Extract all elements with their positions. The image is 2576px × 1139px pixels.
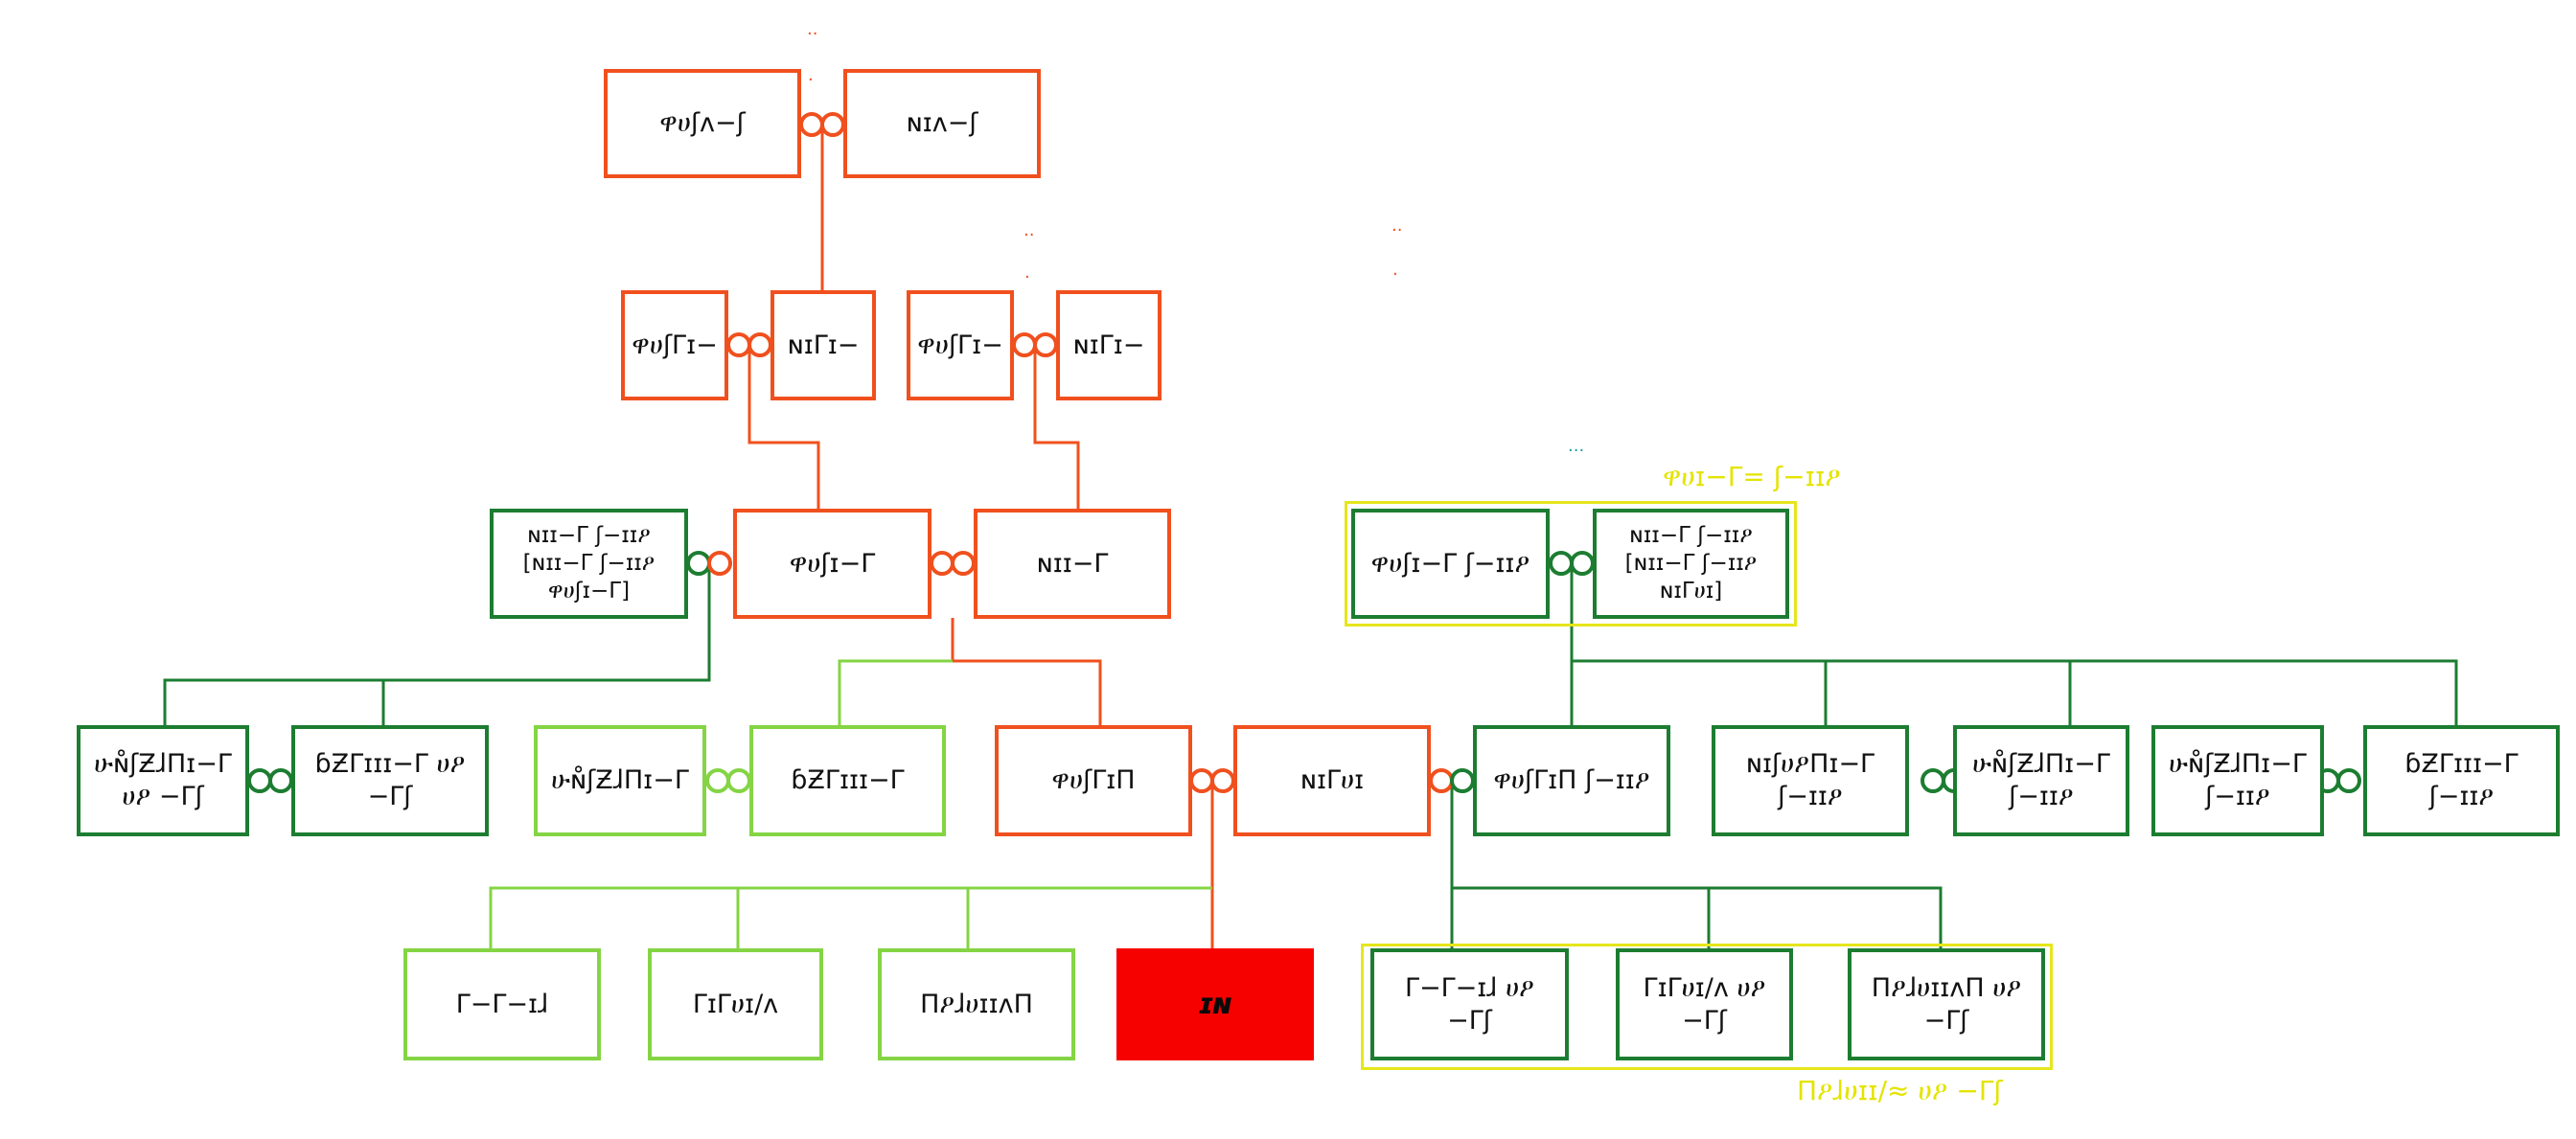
person-name: ሁɴ̊ʃƵɺΠɪ−Γ [94,749,232,780]
person-node[interactable]: ɓƵΓɪɪɪ−Γ [749,725,946,836]
person-node[interactable]: ɴɪɪ−Γ ʃ−ɪɪዖ [ɴɪɪ−Γ ʃ−ɪɪዖ ዋሀʃɪ−Γ] [490,509,688,619]
person-name: ΠዖɺሀɪɪʌΠ ሀዖ [1871,972,2022,1003]
person-node[interactable]: ሁɴ̊ʃƵɺΠɪ−Γ ሀዖ −Γʃ [77,725,249,836]
person-name-line2: −Γʃ [1923,1005,1969,1036]
person-name: ɴɪΓሀɪ [1300,765,1365,796]
person-node[interactable]: ɴɪΓɪ− [1056,290,1162,400]
person-name: ዋሀʃɪ−Γ ʃ−ɪɪዖ [1370,548,1530,579]
annotation-mark: .. [1024,220,1035,240]
person-name-note: [ɴɪɪ−Γ ʃ−ɪɪዖ ɴɪΓሀɪ] [1624,551,1758,604]
person-node[interactable]: ዋሀʃΓɪΠ [995,725,1192,836]
person-name: ɴɪʌ−ʃ [906,108,978,139]
person-name: ሁɴ̊ʃƵɺΠɪ−Γ [551,765,689,796]
person-name: Γ−Γ−ɪɺ ሀዖ −Γʃ [1404,972,1535,1036]
person-name-line2: ʃ−ɪɪዖ [2009,782,2074,811]
person-name: ɴɪΓɪ− [1072,330,1145,360]
person-name: ሁɴ̊ʃƵɺΠɪ−Γ [1972,749,2110,780]
person-name: ɴɪʃሀዖΠɪ−Γ ʃ−ɪɪዖ [1745,749,1875,811]
person-node[interactable]: ɴɪɪ−Γ ʃ−ɪɪዖ [ɴɪɪ−Γ ʃ−ɪɪዖ ɴɪΓሀɪ] [1593,509,1789,619]
annotation-mark: . [1392,260,1398,280]
person-node[interactable]: ዋሀʃΓɪ− [621,290,728,400]
person-name-line2: ʃ−ɪɪዖ [2205,782,2270,811]
half-siblings-group [1361,944,2053,1070]
person-node[interactable]: ɴɪΓɪ− [770,290,876,400]
person-node[interactable]: ዋሀʃΓɪΠ ʃ−ɪɪዖ [1473,725,1670,836]
person-node[interactable]: ዋሀʃɪ−Γ [733,509,932,619]
person-node[interactable]: ሁɴ̊ʃƵɺΠɪ−Γ ʃ−ɪɪዖ [1953,725,2129,836]
person-name-line2: ሀዖ −Γʃ [122,782,204,811]
person-name: ዋሀʃΓɪ− [917,330,1003,360]
person-name: ዋሀʃΓɪΠ [1051,765,1136,796]
orange-lineage-lines [748,125,1214,948]
light-green-lines [489,659,1212,948]
step-family-group [1345,501,1797,626]
person-node[interactable]: ɓƵΓɪɪɪ−Γ ʃ−ɪɪዖ [2363,725,2560,836]
half-siblings-label: Πዖɺሀɪɪ/≈ ሀዖ −Γʃ [1797,1075,2003,1106]
person-name: ɓƵΓɪɪɪ−Γ ʃ−ɪɪዖ [2404,749,2518,811]
person-node[interactable]: ΠዖɺሀɪɪʌΠ [878,948,1075,1060]
person-name: ΓɪΓሀɪ/ʌ [692,989,779,1019]
person-name: ɴɪɪ−Γ ʃ−ɪɪዖ [527,523,651,549]
person-name: ዋሀʃɪ−Γ [789,548,876,579]
person-name: ɴɪɪ−Γ [1036,548,1109,579]
person-node[interactable]: ሁɴ̊ʃƵɺΠɪ−Γ [534,725,706,836]
ego-label: ɪɴ [1198,987,1232,1021]
step-family-label: ዋሀɪ−Γ= ʃ−ɪɪዖ [1663,461,1841,492]
person-node[interactable]: Γ−Γ−ɪɺ ሀዖ −Γʃ [1370,948,1569,1060]
person-node[interactable]: ሁɴ̊ʃƵɺΠɪ−Γ ʃ−ɪɪዖ [2151,725,2324,836]
person-name: Γ−Γ−ɪɺ [455,989,549,1019]
marriage-rings-mixed [686,551,1475,793]
person-name-line2: −Γʃ [1682,1005,1727,1036]
person-name: ɓƵΓɪɪɪ−Γ [791,765,905,796]
annotation-mark: . [808,65,814,85]
person-name: ɓƵΓɪɪɪ−Γ ሀዖ −Γʃ [314,749,466,811]
person-name: ɴɪΓɪ− [787,330,860,360]
person-name: ዋሀʃΓɪΠ ʃ−ɪɪዖ [1493,765,1650,796]
person-name: ዋሀʃΓɪ− [632,330,718,360]
person-name-note: [ɴɪɪ−Γ ʃ−ɪɪዖ ዋሀʃɪ−Γ] [522,551,656,604]
marriage-rings-orange [726,112,1235,793]
person-node[interactable]: ɴɪΓሀɪ [1233,725,1431,836]
person-node[interactable]: ዋሀʃʌ−ʃ [604,69,801,178]
marriage-rings-light-green [705,768,751,793]
person-name: ሁɴ̊ʃƵɺΠɪ−Γ [2169,749,2307,780]
annotation-mark: . [1024,262,1030,283]
person-node[interactable]: ɴɪʃሀዖΠɪ−Γ ʃ−ɪɪዖ [1712,725,1909,836]
person-node[interactable]: ɴɪɪ−Γ [974,509,1171,619]
person-name: ዋሀʃʌ−ʃ [659,108,746,139]
person-name: ΠዖɺሀɪɪʌΠ [920,989,1033,1019]
person-node[interactable]: ዋሀʃΓɪ− [907,290,1014,400]
annotation-mark: ... [1568,436,1585,456]
person-node[interactable]: ɓƵΓɪɪɪ−Γ ሀዖ −Γʃ [291,725,489,836]
person-node[interactable]: Γ−Γ−ɪɺ [403,948,601,1060]
person-node[interactable]: ΓɪΓሀɪ/ʌ [648,948,823,1060]
person-node[interactable]: ዋሀʃɪ−Γ ʃ−ɪɪዖ [1351,509,1550,619]
person-node[interactable]: ΓɪΓሀɪ/ʌ ሀዖ −Γʃ [1616,948,1793,1060]
person-node[interactable]: ΠዖɺሀɪɪʌΠ ሀዖ −Γʃ [1848,948,2045,1060]
person-node[interactable]: ɴɪʌ−ʃ [843,69,1041,178]
person-name: ɴɪɪ−Γ ʃ−ɪɪዖ [1629,523,1753,549]
ego-node[interactable]: ɪɴ [1116,948,1314,1060]
annotation-mark: .. [1392,216,1403,236]
dark-green-lines [163,563,2458,948]
person-name: ΓɪΓሀɪ/ʌ ሀዖ [1643,972,1766,1003]
annotation-mark: .. [807,19,818,39]
